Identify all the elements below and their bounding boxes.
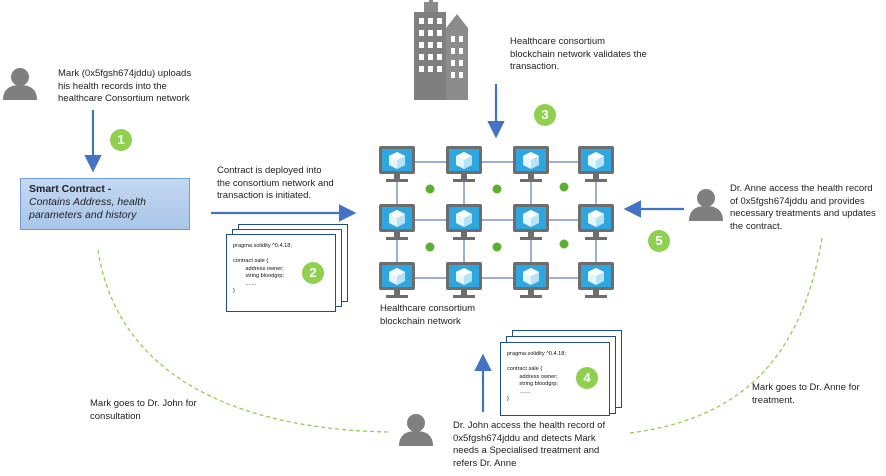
person-icon — [399, 414, 433, 446]
code-snippet: pragma solidity ^0.4.18; contract sale {… — [507, 351, 566, 402]
network-label: Healthcare consortium blockchain network — [380, 303, 476, 327]
building-icon — [414, 0, 468, 100]
person-icon — [689, 189, 723, 221]
contract-deployed-text: Contract is deployed into the consortium… — [217, 165, 334, 201]
mark-to-john-text: Mark goes to Dr. John for consultation — [90, 398, 197, 422]
mark-upload-text: Mark (0x5fgsh674jddu) uploads his health… — [58, 68, 192, 104]
mark-to-anne-text: Mark goes to Dr. Anne for treatment. — [752, 382, 860, 406]
smart-contract-subtitle: Contains Address, health parameters and … — [29, 196, 146, 221]
dr-anne-text: Dr. Anne access the health record of 0x5… — [730, 183, 876, 232]
code-snippet: pragma solidity ^0.4.18; contract sale {… — [233, 243, 292, 294]
mark-to-anne-curve — [629, 237, 823, 434]
person-icon — [3, 68, 37, 100]
flow-arrows — [84, 84, 684, 412]
network-validates-text: Healthcare consortium blockchain network… — [510, 36, 647, 72]
network-dots — [425, 182, 569, 252]
step-badge-3: 3 — [534, 104, 556, 126]
dr-john-text: Dr. John access the health record of 0x5… — [453, 420, 606, 469]
mark-to-john-curve — [97, 249, 391, 433]
computer-node-icon — [379, 146, 614, 298]
step-badge-5: 5 — [648, 230, 670, 252]
smart-contract-box: Smart Contract - Contains Address, healt… — [20, 178, 190, 230]
step-badge-2: 2 — [302, 262, 324, 284]
network-links — [396, 161, 597, 279]
smart-contract-title: Smart Contract - — [29, 183, 112, 195]
step-badge-1: 1 — [110, 129, 132, 151]
step-badge-4: 4 — [576, 367, 598, 389]
